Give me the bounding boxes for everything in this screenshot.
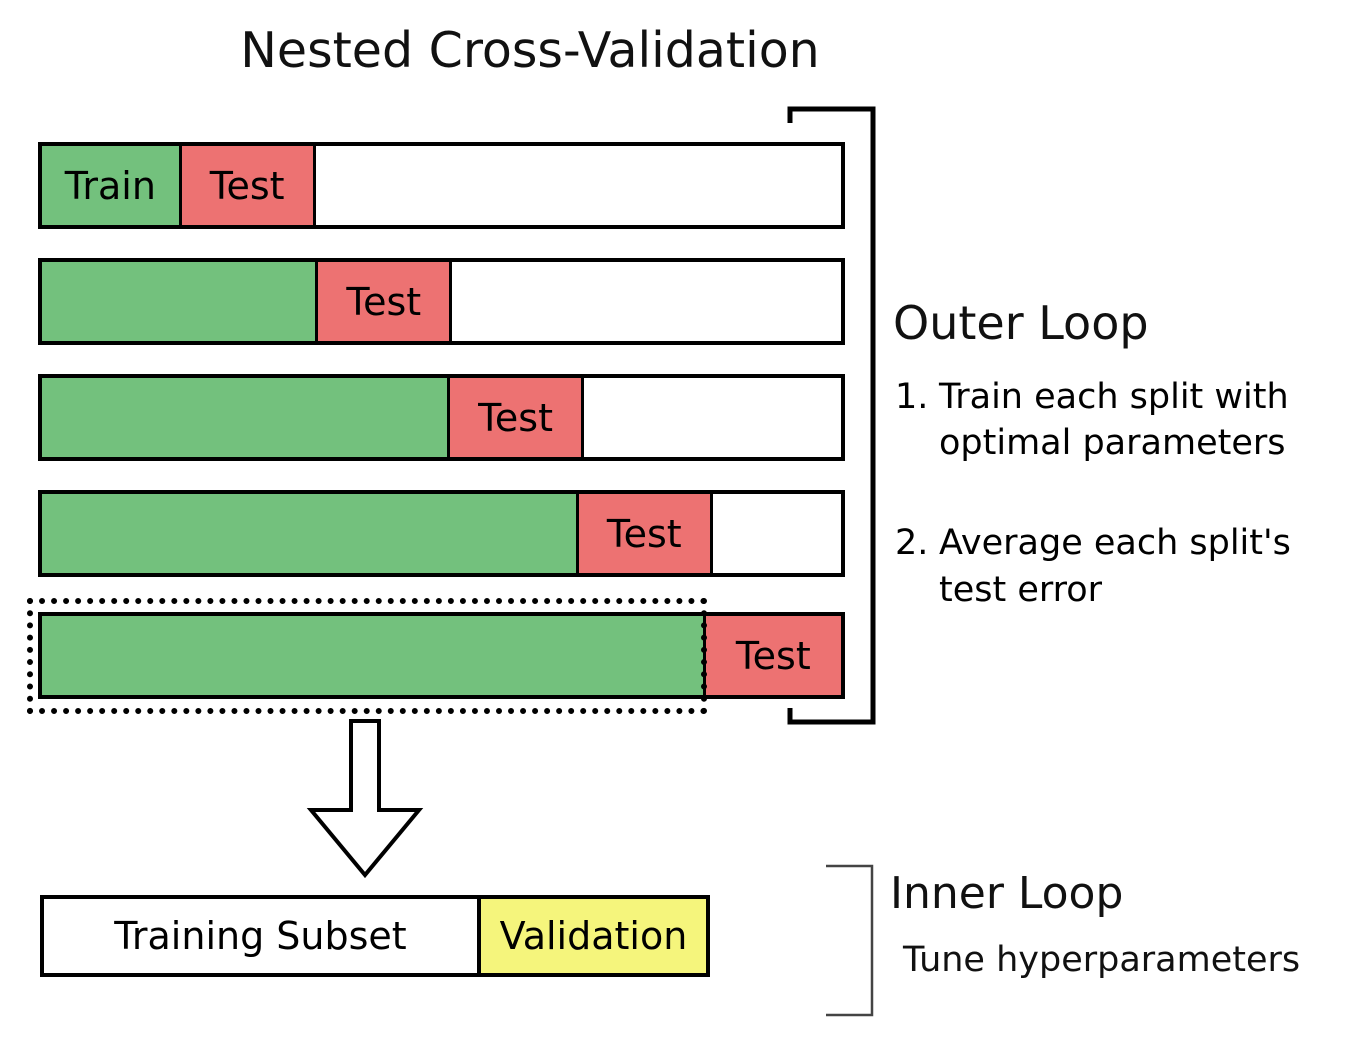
training-subset-segment: Training Subset	[44, 899, 477, 973]
train-segment	[42, 616, 706, 695]
test-label: Test	[346, 279, 422, 324]
inner-loop-bar: Training Subset Validation	[40, 895, 710, 977]
test-segment: Test	[181, 146, 316, 225]
train-segment	[42, 378, 451, 457]
test-segment: Test	[450, 378, 585, 457]
test-segment: Test	[578, 494, 713, 573]
step-number: 2.	[895, 523, 929, 564]
validation-label: Validation	[499, 914, 688, 958]
step-text: Average each split's test error	[939, 523, 1291, 610]
train-segment	[42, 262, 319, 341]
test-label: Test	[209, 163, 285, 208]
outer-loop-heading: Outer Loop	[893, 296, 1149, 350]
step-number: 1.	[895, 377, 929, 417]
fold-bar-5: Test	[38, 612, 845, 699]
inner-loop-bracket	[826, 864, 874, 1017]
page-title: Nested Cross-Validation	[240, 22, 820, 79]
validation-segment: Validation	[476, 899, 706, 973]
outer-loop-step-2: 2. Average each split's test error	[895, 520, 1335, 612]
train-label: Train	[64, 163, 156, 208]
test-segment: Test	[318, 262, 453, 341]
train-segment	[42, 494, 579, 573]
test-label: Test	[478, 395, 554, 440]
fold-bar-2: Test	[38, 258, 845, 345]
step-text: Train each split with optimal parameters	[939, 377, 1289, 464]
train-segment: Train	[42, 146, 182, 225]
outer-loop-steps: 1. Train each split with optimal paramet…	[895, 374, 1335, 667]
inner-loop-subtext: Tune hyperparameters	[903, 940, 1301, 980]
training-subset-label: Training Subset	[114, 914, 407, 958]
fold-bar-3: Test	[38, 374, 845, 461]
selected-split-dotted-outline	[27, 598, 707, 714]
unused-segment	[316, 146, 841, 225]
down-arrow-icon	[306, 719, 424, 879]
test-label: Test	[606, 511, 682, 556]
fold-bar-4: Test	[38, 490, 845, 577]
outer-loop-step-1: 1. Train each split with optimal paramet…	[895, 374, 1335, 466]
test-segment: Test	[705, 616, 841, 695]
fold-bar-1: Train Test	[38, 142, 845, 229]
inner-loop-heading: Inner Loop	[890, 868, 1124, 919]
outer-loop-bracket	[787, 106, 876, 725]
test-label: Test	[735, 633, 811, 678]
